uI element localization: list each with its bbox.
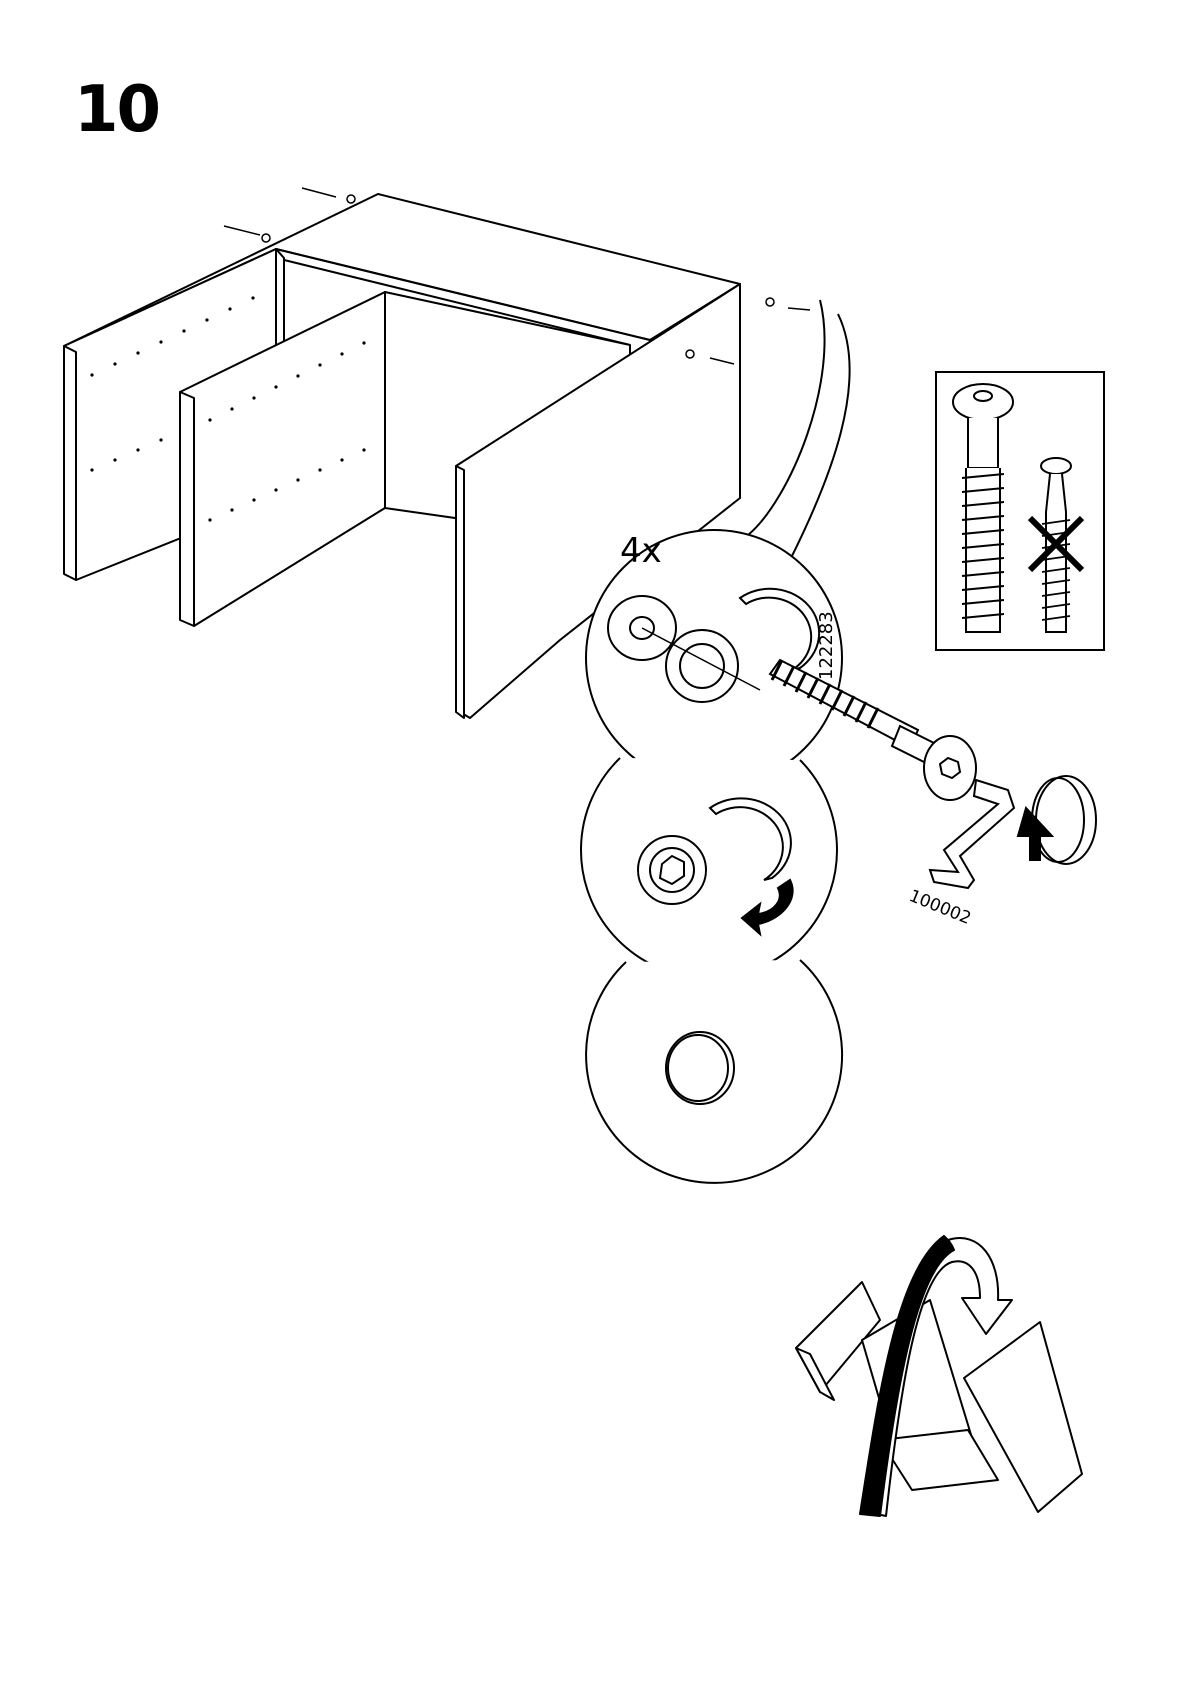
- hex-key-part-number: 100002: [906, 886, 974, 929]
- cover-cap-part-number: 122283: [816, 611, 837, 680]
- quantity-label: 4x: [620, 531, 662, 571]
- detail-circle-3: [586, 960, 842, 1183]
- detail-circle-2: [581, 758, 837, 978]
- callout-line: [790, 314, 850, 560]
- screw-comparison-box: [936, 372, 1104, 650]
- flip-over-illustration: [796, 1236, 1082, 1516]
- rotate-arrow-icon: [1018, 776, 1096, 864]
